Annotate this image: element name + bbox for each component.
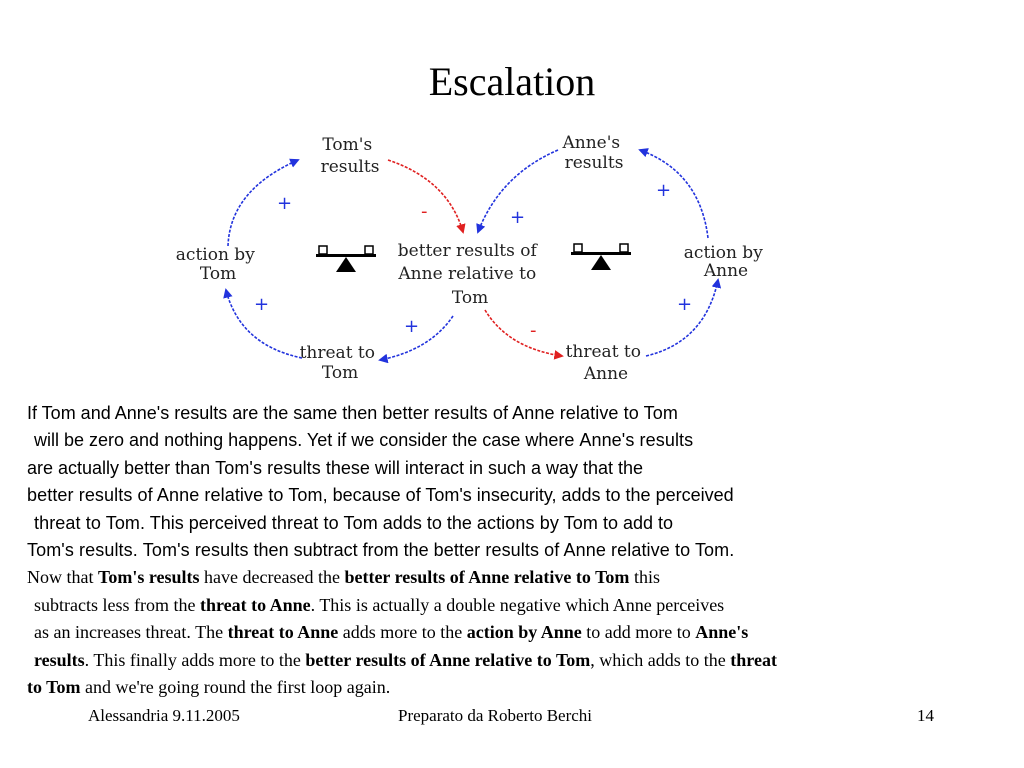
- slide-title: Escalation: [428, 59, 596, 104]
- text-line: Tom's results. Tom's results then subtra…: [27, 539, 735, 560]
- node-better-results: better results of Anne relative to Tom: [397, 241, 542, 308]
- sign-plus-threat-tom-action: +: [254, 294, 269, 315]
- node-action-by-tom: action by Tom: [176, 245, 260, 284]
- node-action-by-anne: action by Anne: [684, 243, 768, 281]
- text-line: If Tom and Anne's results are the same t…: [27, 403, 678, 423]
- link-action-anne-to-annes-results: [638, 148, 709, 239]
- balance-scale-icon: [571, 243, 631, 270]
- link-better-results-to-threat-tom: [378, 315, 454, 364]
- sign-plus-threat-anne-action: +: [677, 294, 692, 315]
- footer-date: Alessandria 9.11.2005: [88, 706, 240, 725]
- sign-plus-annes-results-better: +: [510, 207, 525, 228]
- link-annes-results-to-better-results: [476, 149, 559, 234]
- text-line: to Tom and we're going round the first l…: [27, 676, 391, 697]
- footer-page-number: 14: [917, 706, 934, 725]
- causal-loop-diagram: Tom's results Anne's results action by T…: [176, 133, 768, 384]
- sign-plus-action-anne-results: +: [656, 180, 671, 201]
- text-line: are actually better than Tom's results t…: [27, 457, 644, 478]
- sign-minus-better-threat-anne: -: [530, 320, 537, 341]
- sign-plus-better-threat-tom: +: [404, 316, 419, 337]
- link-toms-results-to-better-results: [387, 159, 466, 234]
- sign-plus-action-tom-results: +: [277, 193, 292, 214]
- link-better-results-to-threat-anne: [484, 309, 564, 360]
- text-line: subtracts less from the threat to Anne. …: [34, 594, 725, 615]
- text-line: will be zero and nothing happens. Yet if…: [34, 430, 694, 451]
- link-threat-tom-to-action-tom: [223, 288, 303, 359]
- text-line: threat to Tom. This perceived threat to …: [34, 512, 674, 533]
- sign-minus-toms-results-better: -: [421, 201, 428, 222]
- node-annes-results: Anne's results: [561, 133, 625, 173]
- link-action-tom-to-toms-results: [227, 158, 300, 247]
- text-line: Now that Tom's results have decreased th…: [27, 567, 660, 588]
- text-line: results. This finally adds more to the b…: [34, 649, 777, 670]
- node-toms-results: Tom's results: [321, 135, 380, 177]
- link-threat-anne-to-action-anne: [645, 278, 722, 357]
- balance-scale-icon: [316, 245, 376, 272]
- text-line: as an increases threat. The threat to An…: [34, 622, 749, 643]
- node-threat-to-tom: threat to Tom: [300, 343, 381, 383]
- explanation-text: If Tom and Anne's results are the same t…: [27, 400, 997, 701]
- footer-author: Preparato da Roberto Berchi: [398, 706, 593, 725]
- text-line: better results of Anne relative to Tom, …: [27, 485, 734, 506]
- node-threat-to-anne: threat to Anne: [566, 342, 647, 384]
